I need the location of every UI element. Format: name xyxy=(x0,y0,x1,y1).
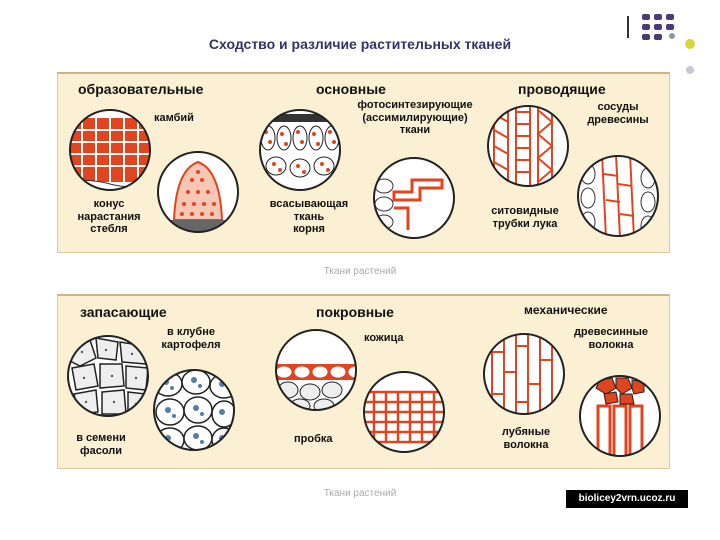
label-cambium: камбий xyxy=(154,112,194,125)
label-absorbing: всасывающая ткань корня xyxy=(254,198,364,236)
tissues-panel-bottom: запасающие в клубне картофеля в семени ф… xyxy=(57,294,670,469)
sieve-tubes-illustration xyxy=(576,154,660,238)
label-sieve-tubes: ситовидные трубки лука xyxy=(472,205,578,230)
label-cork: пробка xyxy=(294,433,333,446)
heading-conducting: проводящие xyxy=(518,81,606,97)
label-bast-fibers: лубяные волокна xyxy=(486,426,566,451)
caption-top: Ткани растений xyxy=(0,266,720,277)
cambium-illustration xyxy=(68,108,152,192)
label-photosynthetic: фотосинтезирующие (ассимилирующие) ткани xyxy=(340,99,490,137)
label-bean-seed: в семени фасоли xyxy=(60,432,142,457)
page-title: Сходство и различие растительных тканей xyxy=(0,36,720,52)
bean-seed-illustration xyxy=(66,334,150,418)
bast-fibers-illustration xyxy=(482,332,566,416)
label-growth-cone: конус нарастания стебля xyxy=(64,198,154,236)
growth-cone-illustration xyxy=(156,150,240,234)
tissues-panel-top: образовательные камбий конус нарастания … xyxy=(57,72,670,253)
potato-tuber-illustration xyxy=(152,368,236,452)
root-hair-illustration xyxy=(372,156,456,240)
site-watermark: biolicey2vrn.ucoz.ru xyxy=(566,490,688,508)
label-epidermis: кожица xyxy=(364,332,404,345)
epidermis-illustration xyxy=(274,328,358,412)
heading-meristem: образовательные xyxy=(78,81,203,97)
wood-fibers-illustration xyxy=(578,374,662,458)
photosynthetic-tissue-illustration xyxy=(258,108,342,192)
cork-illustration xyxy=(362,370,446,454)
label-potato: в клубне картофеля xyxy=(146,326,236,351)
heading-storage: запасающие xyxy=(80,304,167,320)
heading-ground: основные xyxy=(316,81,386,97)
vessels-illustration xyxy=(486,104,570,188)
heading-dermal: покровные xyxy=(316,304,394,320)
label-vessels: сосуды древесины xyxy=(568,101,668,126)
label-wood-fibers: древесинные волокна xyxy=(556,326,666,351)
heading-mechanical: механические xyxy=(524,304,608,318)
